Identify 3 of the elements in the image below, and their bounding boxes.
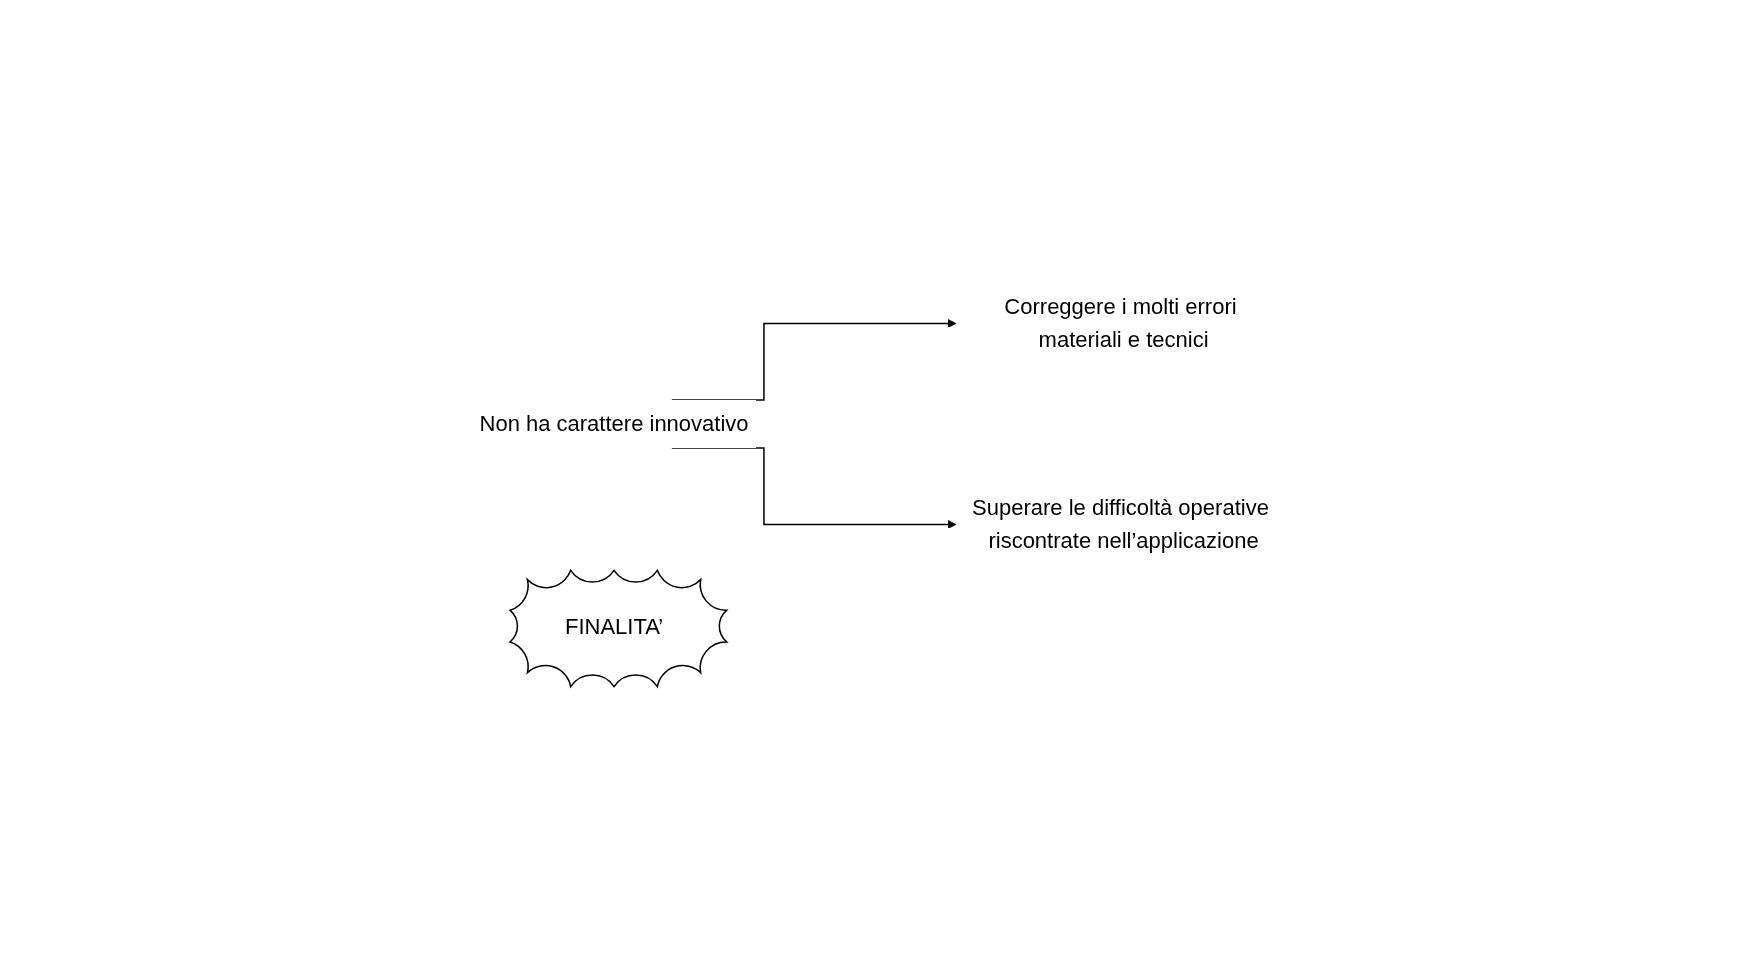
node-text: Correggere i molti errori materiali e tecnici (1004, 294, 1238, 353)
arrow (671, 446, 957, 529)
node-text: Superare le difficoltà operative riscontrate nell’applicazione (972, 495, 1270, 554)
